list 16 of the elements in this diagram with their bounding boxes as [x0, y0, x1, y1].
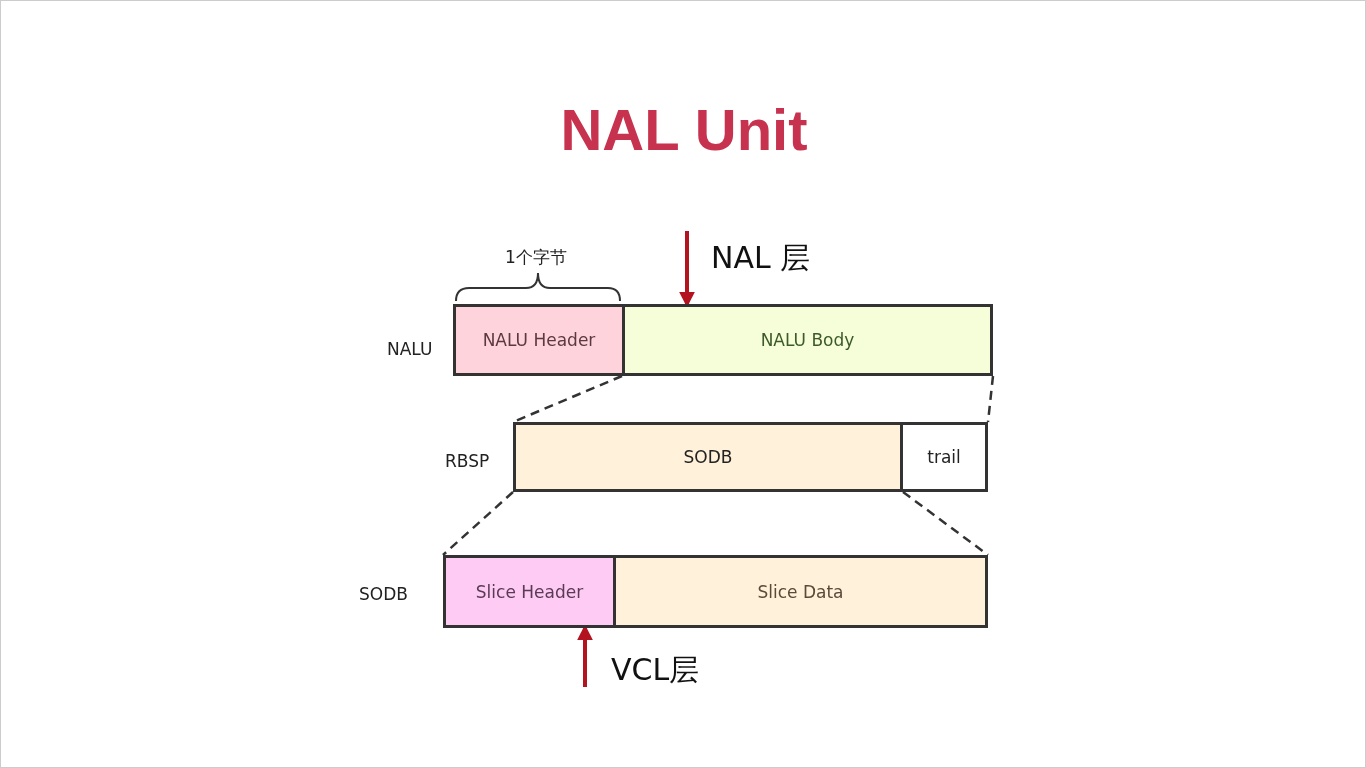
row-label: SODB	[359, 584, 408, 604]
expansion-line	[986, 375, 995, 423]
expansion-line	[902, 491, 989, 556]
brace-label: 1个字节	[505, 246, 567, 269]
body-segment: NALU Body	[622, 304, 993, 376]
data-segment: Slice Data	[613, 555, 988, 628]
row-label: NALU	[387, 339, 433, 359]
trailer-segment: trail	[900, 422, 988, 492]
header-segment: NALU Header	[453, 304, 625, 376]
expansion-line	[442, 491, 514, 556]
row-label: RBSP	[445, 451, 490, 471]
layer-label: NAL 层	[687, 237, 821, 279]
header-segment: Slice Header	[443, 555, 616, 628]
layer-label: VCL层	[585, 649, 711, 691]
payload-segment: SODB	[513, 422, 903, 492]
slide-title: NAL Unit	[559, 96, 809, 163]
